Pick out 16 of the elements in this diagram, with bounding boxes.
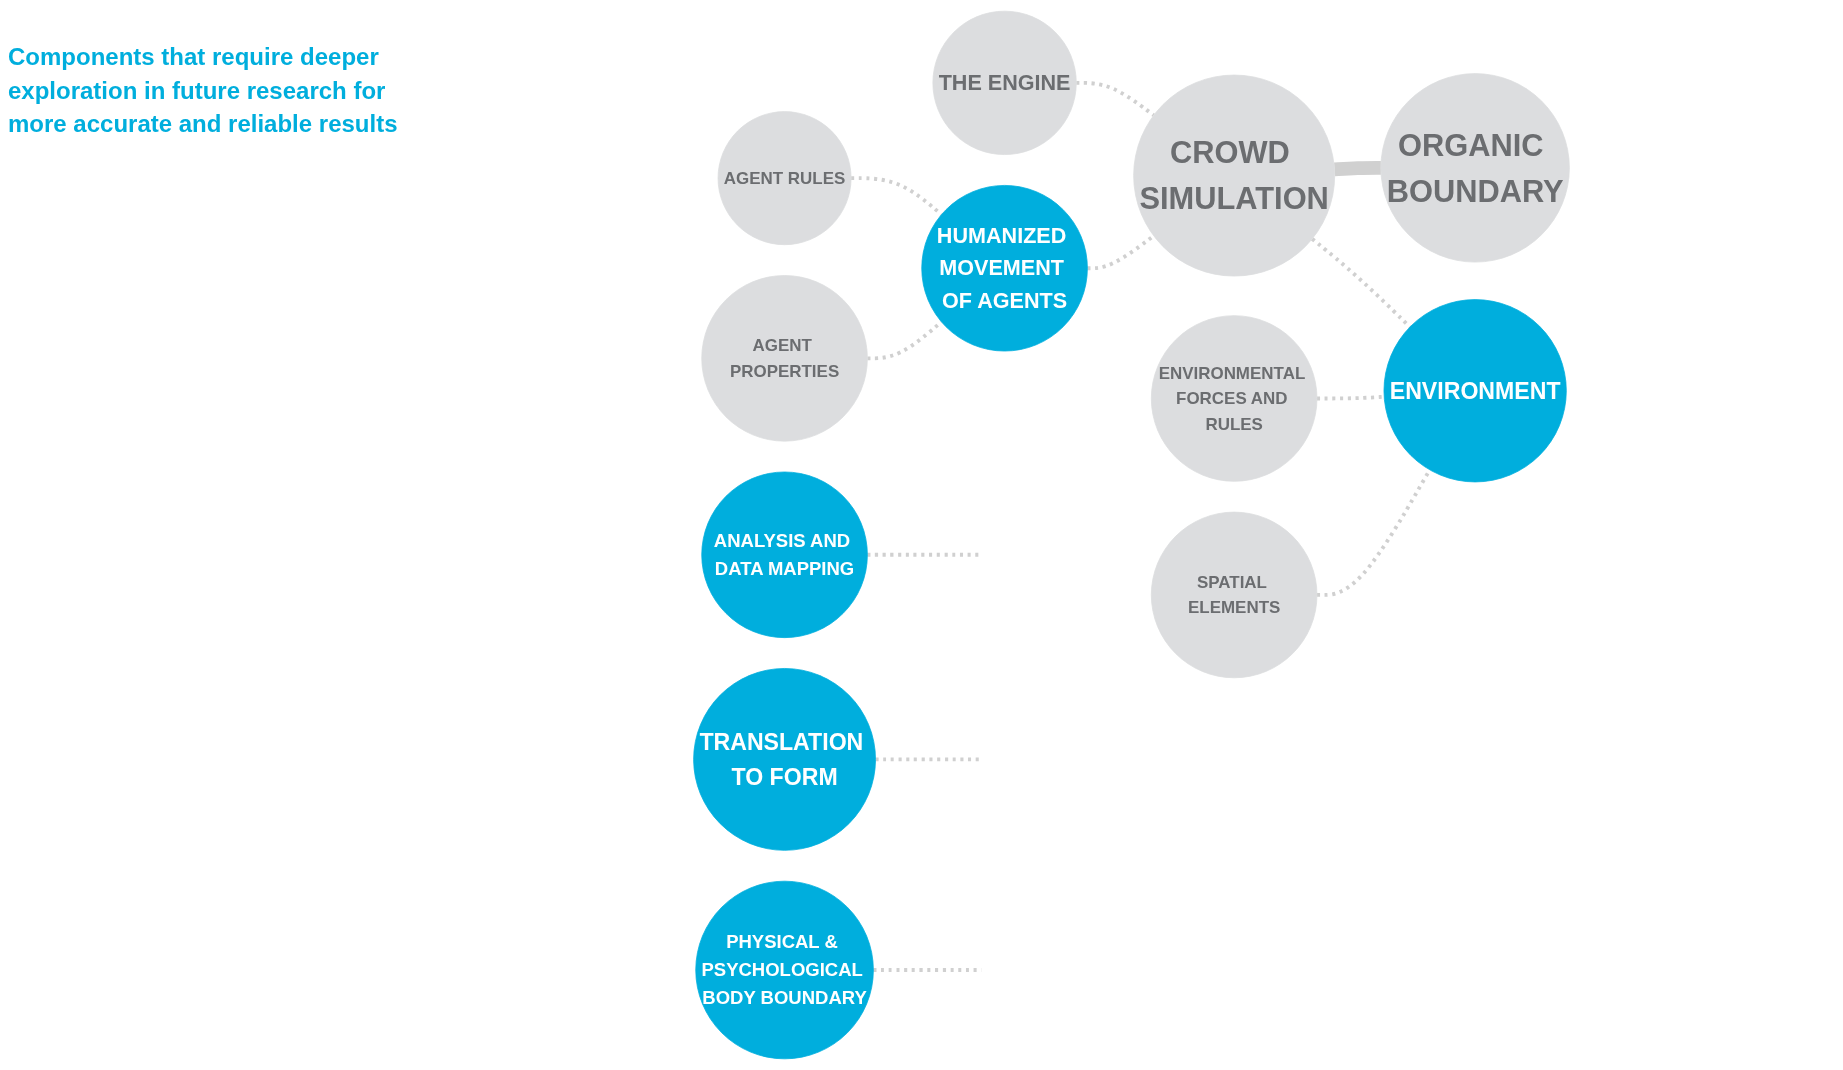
node-circle: HUMANIZED MOVEMENT OF AGENTS [921, 185, 1088, 352]
node-circle: THE ENGINE [932, 10, 1077, 155]
node-circle: PHYSICAL & PSYCHOLOGICAL BODY BOUNDARY [695, 880, 874, 1060]
node-circle: ANALYSIS AND DATA MAPPING [701, 471, 868, 638]
node-circle: AGENT PROPERTIES [701, 275, 868, 442]
node-circle: ENVIRONMENT [1383, 299, 1567, 483]
node-circle: TRANSLATION TO FORM [693, 668, 876, 851]
note-text: Components that require deeper exploration in future research for more accurate and reliable results [8, 42, 399, 140]
node-circle: AGENT RULES [717, 111, 852, 246]
node-circle: CROWD SIMULATION [1133, 74, 1336, 277]
node-circle: ORGANIC BOUNDARY [1380, 73, 1570, 263]
connector [875, 757, 982, 762]
node-circle: ENVIRONMENTAL FORCES AND RULES [1150, 315, 1318, 482]
node-circle: SPATIAL ELEMENTS [1150, 511, 1318, 679]
connector [1317, 394, 1385, 401]
connector [1087, 234, 1155, 271]
